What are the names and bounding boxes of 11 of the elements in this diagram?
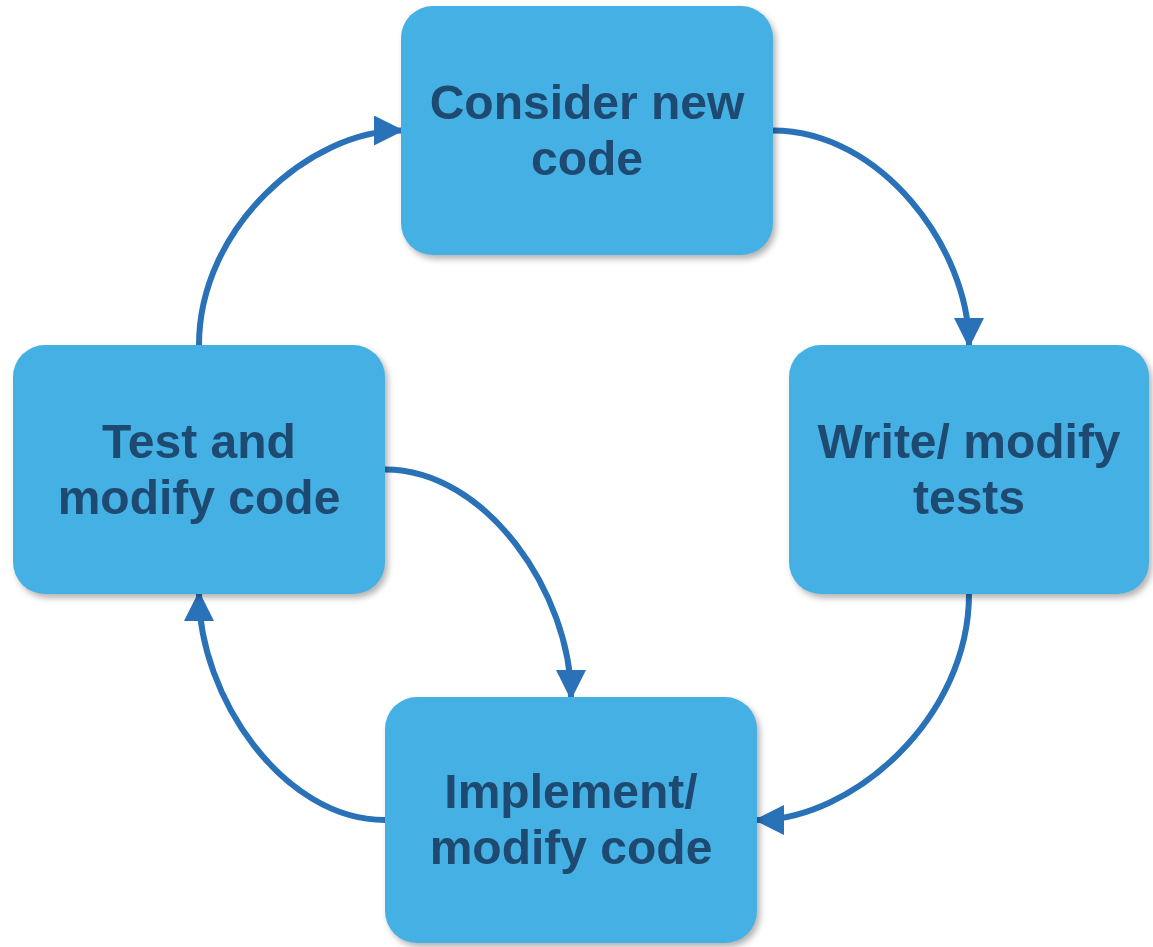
process-box: [13, 345, 385, 594]
arrow: [384, 466, 585, 700]
step-label: Test and modify code: [56, 413, 342, 526]
step-label: Consider new code: [428, 74, 746, 187]
arrow: [185, 591, 386, 823]
arrow: [772, 127, 982, 348]
process-box: [401, 6, 773, 255]
process-box: [789, 345, 1149, 594]
step-label: Implement/ modify code: [428, 764, 714, 876]
process-box: [385, 697, 757, 943]
step-label: Write/ modify tests: [816, 413, 1122, 526]
